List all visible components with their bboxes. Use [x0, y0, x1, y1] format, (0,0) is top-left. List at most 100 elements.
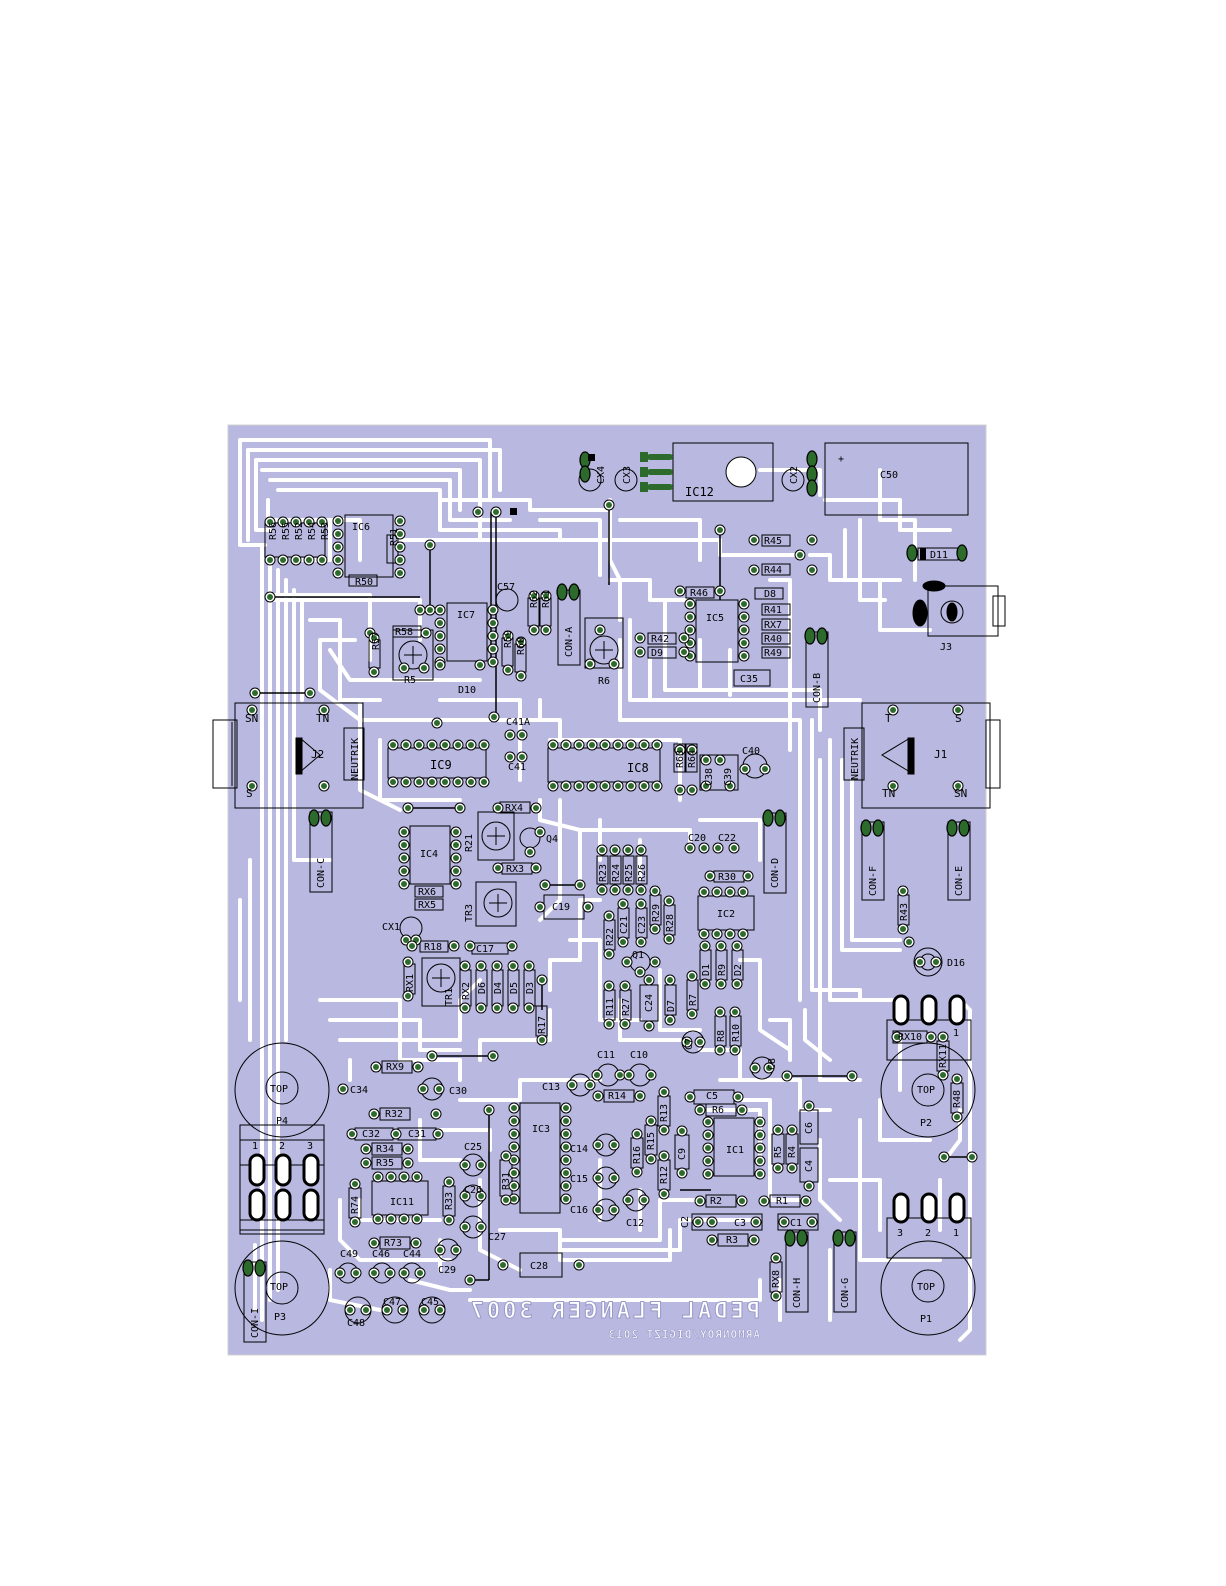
connector-pad	[568, 583, 580, 601]
pad-hole	[437, 633, 443, 639]
label-c13: C13	[542, 1082, 560, 1093]
pad-hole	[478, 1162, 484, 1168]
label-r56: R56	[268, 522, 279, 540]
label-r73: R73	[384, 1238, 402, 1249]
label-p4-pin3: 3	[307, 1141, 313, 1152]
pad-hole	[595, 1175, 601, 1181]
pad-hole	[687, 1094, 693, 1100]
pad-hole	[519, 732, 525, 738]
pad-hole	[539, 977, 545, 983]
pad-hole	[677, 747, 683, 753]
pad-hole	[689, 747, 695, 753]
board-title-block: PEDAL FLANGER 3007 ARMONROY/DIGIZT 2013	[467, 1299, 760, 1342]
pad-hole	[446, 1217, 452, 1223]
pad-hole	[421, 665, 427, 671]
label-j2-sn: SN	[245, 712, 258, 725]
pad-hole	[954, 1076, 960, 1082]
pad-hole	[490, 1053, 496, 1059]
label-j1-sn: SN	[954, 787, 967, 800]
pad-hole	[453, 855, 459, 861]
label-r21: R21	[464, 834, 475, 852]
ic2-chip	[697, 895, 755, 931]
pad-hole	[437, 607, 443, 613]
pad-hole	[267, 557, 273, 563]
pad-hole	[249, 707, 255, 713]
label-r42: R42	[651, 634, 669, 645]
ic12-regulator	[640, 442, 774, 502]
pad-hole	[531, 593, 537, 599]
pad-hole	[955, 783, 961, 789]
pad-hole	[509, 943, 515, 949]
pad-hole	[415, 1064, 421, 1070]
label-r1: R1	[776, 1196, 788, 1207]
pad-hole	[306, 519, 312, 525]
pad-hole	[397, 531, 403, 537]
pad-hole	[453, 842, 459, 848]
pad-hole	[648, 1156, 654, 1162]
pad-hole	[781, 1219, 787, 1225]
label-p2: P2	[920, 1118, 932, 1129]
pad-hole	[757, 1119, 763, 1125]
pad-hole	[403, 742, 409, 748]
label-tr1: TR1	[444, 988, 455, 1006]
label-c7: C7	[684, 1038, 695, 1050]
label-r55: R55	[281, 522, 292, 540]
label-r48: R48	[952, 1090, 963, 1108]
label-r50: R50	[355, 577, 373, 588]
label-r59: R59	[503, 630, 514, 648]
label-tr3: TR3	[464, 904, 475, 922]
pad-hole	[761, 1198, 767, 1204]
label-c20: C20	[688, 833, 706, 844]
label-c48: C48	[347, 1318, 365, 1329]
pad-hole	[681, 649, 687, 655]
pad-hole	[436, 1086, 442, 1092]
pad-hole	[806, 1183, 812, 1189]
pad-hole	[703, 757, 709, 763]
c28-capacitor	[519, 1252, 563, 1278]
label-c46: C46	[372, 1249, 390, 1260]
pad-hole	[293, 519, 299, 525]
label-d7: D7	[666, 1000, 677, 1012]
pad-hole	[371, 1111, 377, 1117]
connector-pad	[860, 819, 872, 837]
pad-hole	[637, 969, 643, 975]
ic3-chip	[519, 1102, 561, 1214]
pad-hole	[569, 1082, 575, 1088]
label-c32: C32	[362, 1129, 380, 1140]
pad-hole	[940, 1072, 946, 1078]
ic4-chip	[409, 825, 451, 885]
label-r60: R60	[516, 637, 527, 655]
label-d11: D11	[930, 550, 948, 561]
pad-hole	[717, 1047, 723, 1053]
connector-pad	[320, 809, 332, 827]
pad-hole	[677, 787, 683, 793]
pad-hole	[511, 1157, 517, 1163]
label-con-i: CON-I	[250, 1308, 261, 1338]
pad-hole	[371, 669, 377, 675]
connector-pad	[872, 819, 884, 837]
label-c38: C38	[704, 768, 715, 786]
pad-hole	[451, 943, 457, 949]
connector-pad	[906, 544, 918, 562]
label-ic2: IC2	[717, 909, 735, 920]
pad-hole	[490, 659, 496, 665]
label-p4: P4	[276, 1116, 288, 1127]
pad-hole	[705, 1145, 711, 1151]
pad-hole	[638, 847, 644, 853]
pad-hole	[648, 1118, 654, 1124]
label-c35: C35	[740, 674, 758, 685]
pad-hole	[405, 959, 411, 965]
label-ic1: IC1	[726, 1145, 744, 1156]
label-r51: R51	[389, 528, 400, 546]
label-rx8: RX8	[771, 1270, 782, 1288]
pad-hole	[803, 1198, 809, 1204]
pad-hole	[495, 865, 501, 871]
pad-hole	[789, 1165, 795, 1171]
pad-hole	[371, 1240, 377, 1246]
connector-pad	[806, 450, 818, 468]
label-c26: C26	[464, 1185, 482, 1196]
pad-hole	[734, 981, 740, 987]
pad-hole	[732, 1009, 738, 1015]
pad-hole	[641, 742, 647, 748]
pad-hole	[442, 779, 448, 785]
